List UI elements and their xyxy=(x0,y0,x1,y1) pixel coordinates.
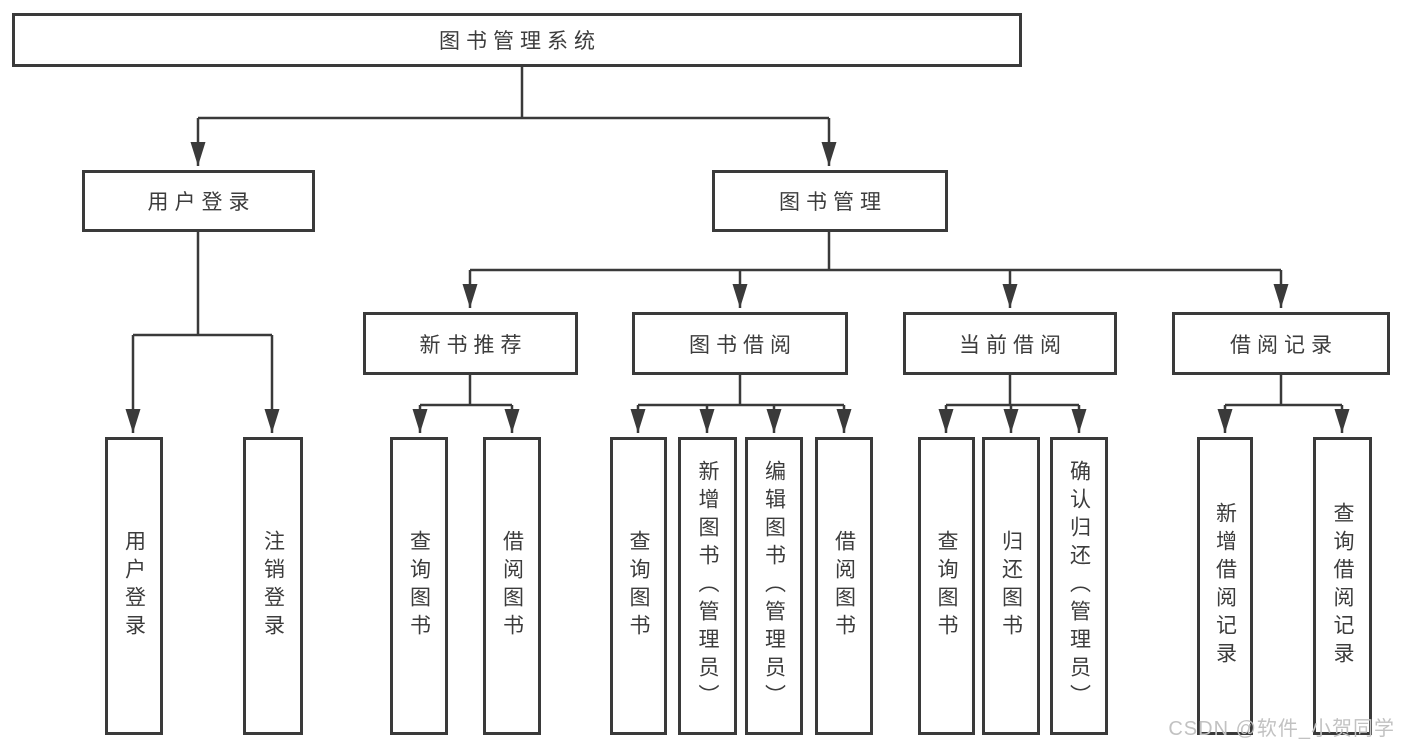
leaf-query-books-borrow: 查询图书 xyxy=(610,437,667,735)
leaf-edit-books-admin: 编辑图书（管理员） xyxy=(745,437,803,735)
node-current-borrow: 当前借阅 xyxy=(903,312,1117,375)
node-label: 借阅记录 xyxy=(1230,333,1338,357)
leaf-label: 查询图书 xyxy=(407,530,431,642)
node-label: 图书管理 xyxy=(779,191,887,214)
leaf-return-books: 归还图书 xyxy=(982,437,1040,735)
leaf-label: 用户登录 xyxy=(122,530,146,642)
node-new-book-recommend: 新书推荐 xyxy=(363,312,578,375)
node-label: 图书借阅 xyxy=(689,333,797,357)
node-book-management: 图书管理 xyxy=(712,170,948,232)
leaf-label: 归还图书 xyxy=(999,530,1023,642)
leaf-query-books-current: 查询图书 xyxy=(918,437,975,735)
node-label: 当前借阅 xyxy=(959,333,1067,357)
leaf-label: 查询借阅记录 xyxy=(1331,502,1354,670)
leaf-label: 编辑图书（管理员） xyxy=(762,460,786,712)
leaf-label: 确认归还（管理员） xyxy=(1067,460,1091,712)
node-label: 新书推荐 xyxy=(419,333,528,357)
leaf-query-books-recommend: 查询图书 xyxy=(390,437,448,735)
leaf-label: 注销登录 xyxy=(261,530,285,642)
leaf-logout: 注销登录 xyxy=(243,437,303,735)
node-label: 图书管理系统 xyxy=(439,30,601,53)
node-library-management-system: 图书管理系统 xyxy=(12,13,1022,67)
leaf-add-borrow-record: 新增借阅记录 xyxy=(1197,437,1253,735)
leaf-borrow-books: 借阅图书 xyxy=(815,437,873,735)
leaf-label: 查询图书 xyxy=(627,530,650,642)
leaf-user-login: 用户登录 xyxy=(105,437,163,735)
leaf-label: 新增借阅记录 xyxy=(1213,502,1237,670)
leaf-query-borrow-record: 查询借阅记录 xyxy=(1313,437,1372,735)
csdn-watermark: CSDN @软件_小贺同学 xyxy=(1168,718,1395,740)
leaf-confirm-return-admin: 确认归还（管理员） xyxy=(1050,437,1108,735)
leaf-label: 借阅图书 xyxy=(832,530,856,642)
node-borrow-records: 借阅记录 xyxy=(1172,312,1390,375)
node-book-borrow: 图书借阅 xyxy=(632,312,848,375)
leaf-label: 查询图书 xyxy=(935,530,958,642)
leaf-borrow-books-recommend: 借阅图书 xyxy=(483,437,541,735)
leaf-label: 借阅图书 xyxy=(500,530,524,642)
node-label: 用户登录 xyxy=(147,191,256,214)
leaf-label: 新增图书（管理员） xyxy=(696,460,719,712)
node-user-login: 用户登录 xyxy=(82,170,315,232)
leaf-add-books-admin: 新增图书（管理员） xyxy=(678,437,737,735)
